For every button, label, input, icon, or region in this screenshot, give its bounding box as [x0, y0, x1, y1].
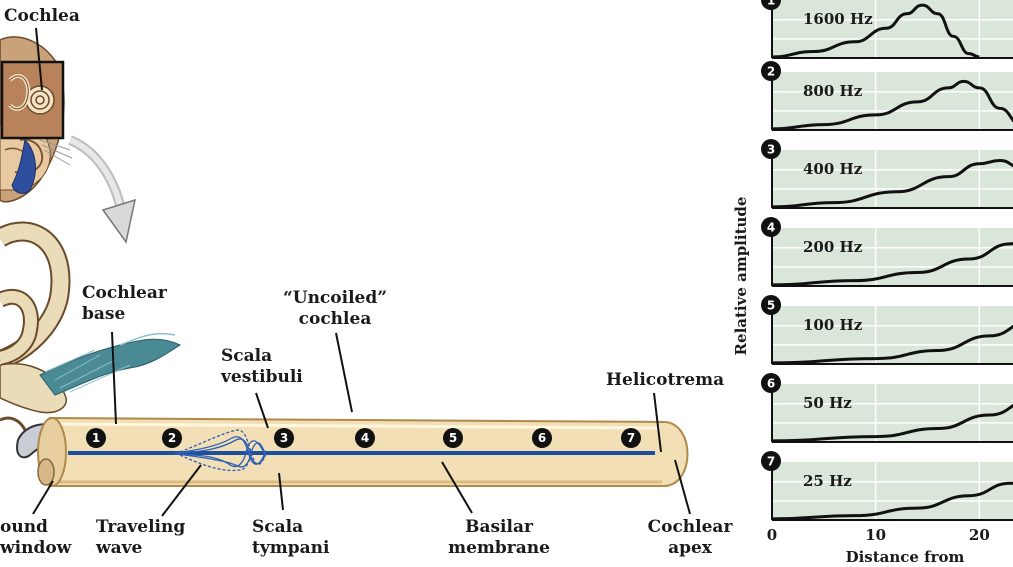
panel-6: 50 Hz 6 [761, 373, 1013, 443]
scala-tympani-label: Scala tympani [252, 517, 329, 559]
panel-marker-number: 7 [767, 455, 775, 469]
panel-marker-circle [761, 295, 781, 315]
traveling-wave-line1: Traveling [96, 517, 186, 537]
cochlear-apex-label: Cochlear apex [640, 517, 740, 559]
cochlea-label: Cochlea [4, 6, 80, 26]
scala-vestibuli-label: Scala vestibuli [221, 346, 303, 388]
panel-marker-circle [761, 373, 781, 393]
position-marker-6: 6 [532, 428, 552, 448]
basilar-membrane-line1: Basilar [465, 517, 533, 537]
position-marker-7: 7 [621, 428, 641, 448]
position-marker-3: 3 [274, 428, 294, 448]
position-marker-2: 2 [162, 428, 182, 448]
scala-vestibuli-line2: vestibuli [221, 367, 303, 387]
uncoiled-line1: “Uncoiled” [282, 288, 388, 308]
cochlear-apex-line2: apex [668, 538, 712, 558]
uncoiled-cochlea-tube [37, 416, 689, 487]
scala-tympani-line1: Scala [252, 517, 304, 537]
basilar-membrane-line2: membrane [448, 538, 550, 558]
panel-4: 200 Hz 4 [761, 217, 1013, 287]
panel-background [772, 306, 1013, 364]
series-line-6 [771, 403, 1013, 443]
position-marker-4: 4 [355, 428, 375, 448]
panel-frequency-label: 400 Hz [803, 160, 863, 178]
panel-frequency-label: 100 Hz [803, 316, 863, 334]
x-axis-label: Distance from [846, 548, 965, 566]
panel-5: 100 Hz 5 [761, 295, 1013, 365]
panel-marker-number: 3 [767, 143, 775, 157]
panel-frequency-label: 25 Hz [803, 472, 852, 490]
cochlear-apex-line1: Cochlear [647, 517, 733, 537]
uncoiled-line2: cochlea [298, 309, 372, 329]
series-line-4 [771, 242, 1013, 287]
traveling-wave-illustration [174, 429, 267, 472]
position-marker-1: 1 [86, 428, 106, 448]
round-window-line2: window [0, 538, 72, 558]
panel-marker-circle [761, 451, 781, 471]
cochlear-base-line1: Cochlear [82, 283, 167, 303]
panel-marker-number: 5 [767, 299, 775, 313]
panel-background [772, 72, 1013, 130]
helicotrema-label: Helicotrema [606, 370, 725, 390]
cochlear-base-label: Cochlear base [82, 283, 167, 325]
panel-marker-number: 4 [767, 221, 775, 235]
uncoiled-cochlea-label: “Uncoiled” cochlea [279, 288, 391, 330]
scala-tympani-line2: tympani [252, 538, 330, 558]
cochlear-base-line2: base [82, 304, 126, 324]
ear-anatomy-illustration [0, 27, 181, 459]
series-line-1 [771, 3, 980, 59]
series-line-2 [771, 79, 1013, 131]
panel-background [772, 0, 1013, 58]
panel-7: 25 Hz 7 [761, 451, 1013, 521]
panel-marker-circle [761, 61, 781, 81]
panel-frequency-label: 50 Hz [803, 394, 852, 412]
round-window-label: ound window [0, 517, 71, 559]
panel-marker-circle [761, 217, 781, 237]
basilar-membrane-label: Basilar membrane [443, 517, 555, 559]
panel-3: 400 Hz 3 [761, 139, 1013, 209]
scala-vestibuli-line1: Scala [221, 346, 273, 366]
panel-marker-number: 1 [767, 0, 775, 8]
panel-frequency-label: 800 Hz [803, 82, 863, 100]
panel-frequency-label: 200 Hz [803, 238, 863, 256]
position-marker-5: 5 [443, 428, 463, 448]
panel-marker-number: 2 [767, 65, 775, 79]
panel-marker-circle [761, 139, 781, 159]
amplitude-panels: 1600 Hz 1 800 Hz 2 400 Hz 3 200 Hz 4 100 Hz 5 50 H… [732, 0, 1013, 566]
leader-lines [32, 331, 691, 517]
panel-marker-circle [761, 0, 781, 10]
x-tick-label: 0 [767, 526, 777, 544]
round-window-line1: ound [0, 517, 48, 537]
traveling-wave-line2: wave [96, 538, 143, 558]
panel-background [772, 384, 1013, 442]
panel-1: 1600 Hz 1 [761, 0, 1013, 59]
panel-marker-number: 6 [767, 377, 775, 391]
traveling-wave-label: Traveling wave [96, 517, 185, 559]
x-tick-label: 10 [865, 526, 886, 544]
series-line-5 [771, 324, 1013, 365]
panel-frequency-label: 1600 Hz [803, 10, 873, 28]
y-axis-label: Relative amplitude [732, 197, 750, 356]
x-tick-label: 20 [969, 526, 990, 544]
series-line-7 [771, 481, 1013, 521]
series-line-3 [771, 158, 1013, 209]
panel-background [772, 150, 1013, 208]
panel-2: 800 Hz 2 [761, 61, 1013, 131]
